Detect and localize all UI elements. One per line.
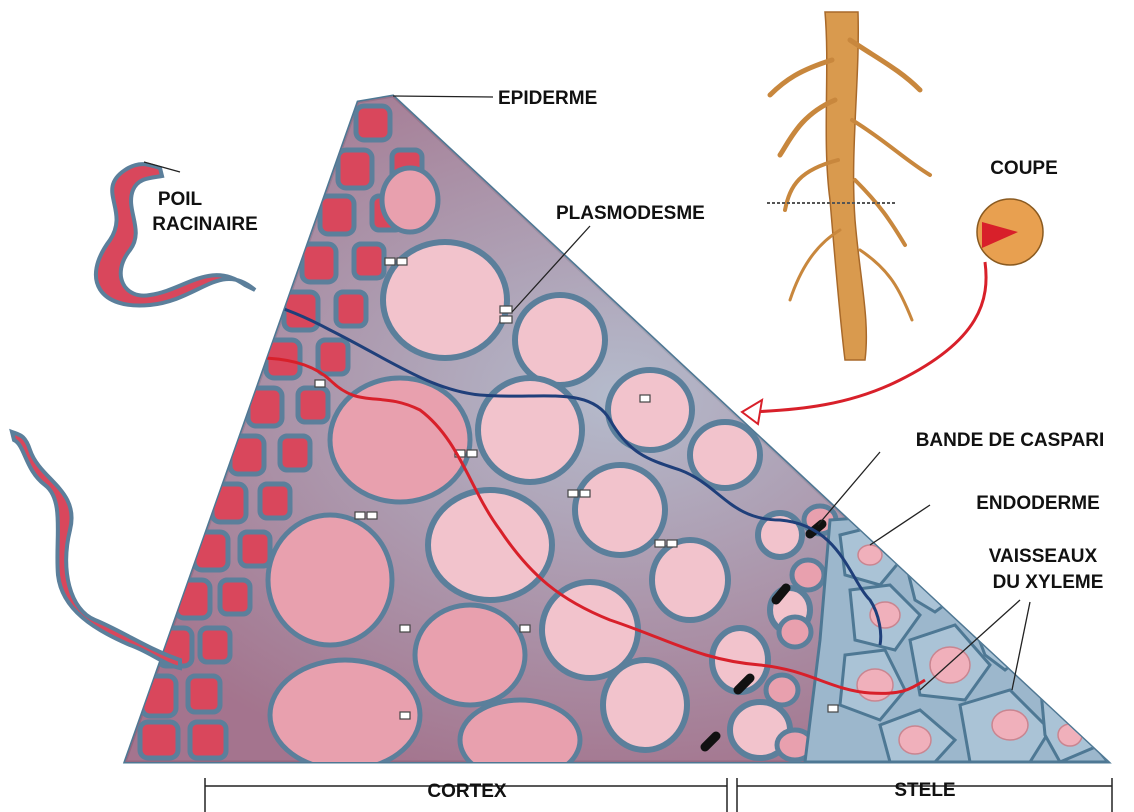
label-cortex: CORTEX	[427, 781, 507, 802]
section-indicator	[742, 199, 1043, 424]
label-bande-de-caspari: BANDE DE CASPARI	[916, 430, 1105, 451]
root-illustration	[767, 12, 930, 360]
label-coupe: COUPE	[990, 158, 1058, 179]
root-hair-lower	[12, 432, 180, 668]
label-vaisseaux-line1: VAISSEAUX	[989, 546, 1098, 567]
label-endoderme: ENDODERME	[976, 493, 1100, 514]
label-poil-line2: RACINAIRE	[152, 214, 258, 235]
label-vaisseaux-line2: DU XYLEME	[993, 572, 1104, 593]
region-brackets	[205, 778, 1112, 812]
label-epiderme: EPIDERME	[498, 88, 597, 109]
label-stele: STELE	[894, 780, 955, 801]
label-poil-line1: POIL	[158, 189, 203, 210]
label-plasmodesme: PLASMODESME	[556, 203, 705, 224]
